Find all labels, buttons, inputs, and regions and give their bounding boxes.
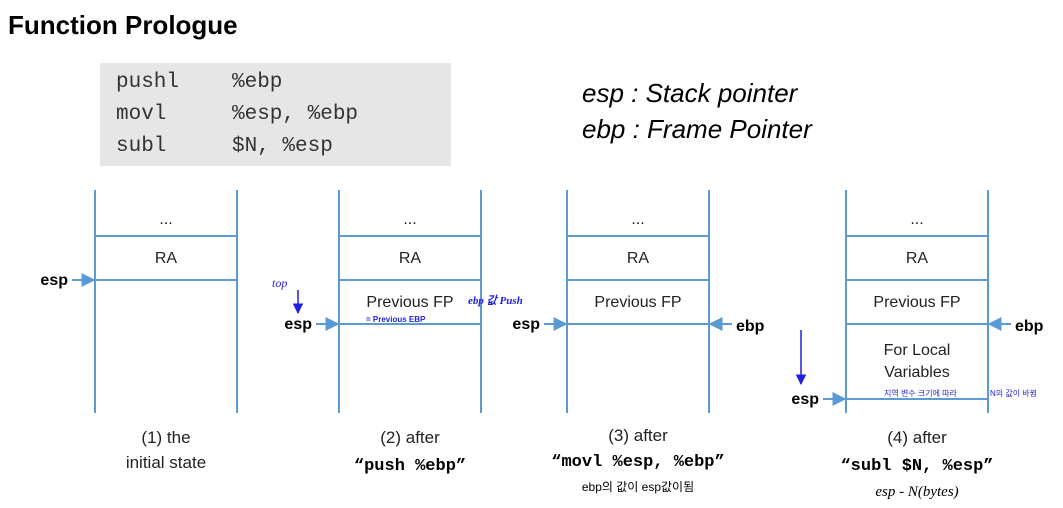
stack-3-note-below: ebp의 값이 esp값이됨: [582, 480, 694, 494]
legend-esp: esp : Stack pointer: [582, 78, 798, 108]
stack-3-esp-label: esp: [512, 316, 540, 333]
stack-4-esp-label: esp: [791, 391, 819, 408]
stack-3-caption-code: “movl %esp, %ebp”: [551, 453, 724, 472]
stack-2-cell-prev-fp: Previous FP: [366, 294, 453, 311]
stack-2-esp-label: esp: [284, 316, 312, 333]
stack-4-cell-dots: ...: [910, 211, 923, 228]
stack-1-caption-line2: initial state: [126, 453, 206, 472]
code-op: movl: [116, 103, 167, 126]
stack-4: [845, 190, 989, 413]
stack-4-note-n: N의 값이 바뀜: [990, 388, 1037, 398]
stack-4-caption-code: “subl $N, %esp”: [840, 457, 993, 476]
stack-3-ebp-label: ebp: [736, 318, 765, 335]
stack-1-esp-label: esp: [40, 272, 68, 289]
page-title: Function Prologue: [8, 10, 238, 40]
stack-3-cell-dots: ...: [631, 211, 644, 228]
stack-3-cell-ra: RA: [627, 250, 650, 267]
code-args: %esp, %ebp: [232, 103, 359, 126]
stack-3: [566, 190, 710, 413]
stack-2-note-push: ebp 값 Push: [468, 294, 523, 307]
stack-4-note-local: 지역 변수 크기에 따라: [884, 388, 958, 398]
code-args: $N, %esp: [232, 135, 333, 158]
stack-3-caption-line1: (3) after: [608, 426, 668, 445]
stack-4-cell-ra: RA: [906, 250, 929, 267]
stack-2-caption-code: “push %ebp”: [354, 457, 466, 476]
stack-4-note-below: esp - N(bytes): [875, 484, 958, 500]
code-op: subl: [116, 135, 167, 158]
stack-2-cell-dots: ...: [403, 211, 416, 228]
stack-3-cell-prev-fp: Previous FP: [594, 294, 681, 311]
stack-4-cell-prev-fp: Previous FP: [873, 294, 960, 311]
legend-ebp: ebp : Frame Pointer: [582, 114, 812, 144]
stack-4-cell-local-1: For Local: [884, 342, 951, 359]
code-op: pushl: [116, 71, 180, 94]
code-args: %ebp: [232, 71, 283, 94]
code-line-mov: movl %esp, %ebp: [116, 103, 358, 126]
stack-2-note-top: top: [272, 276, 287, 290]
stack-1: [94, 190, 238, 413]
code-line-sub: subl $N, %esp: [116, 135, 333, 158]
stack-4-caption-line1: (4) after: [887, 428, 947, 447]
stack-2-cell-ra: RA: [399, 250, 422, 267]
stack-2-note-prev: = Previous EBP: [366, 315, 426, 324]
stack-4-cell-local-2: Variables: [884, 364, 950, 381]
stack-1-cell-dots: ...: [159, 211, 172, 228]
stack-4-ebp-label: ebp: [1015, 318, 1044, 335]
code-line-push: pushl %ebp: [116, 71, 282, 94]
stack-2: [338, 190, 482, 413]
stack-1-cell-ra: RA: [155, 250, 178, 267]
stack-2-caption-line1: (2) after: [380, 428, 440, 447]
stack-1-caption-line1: (1) the: [141, 428, 190, 447]
code-block: pushl %ebp movl %esp, %ebp subl $N, %esp: [100, 63, 451, 166]
